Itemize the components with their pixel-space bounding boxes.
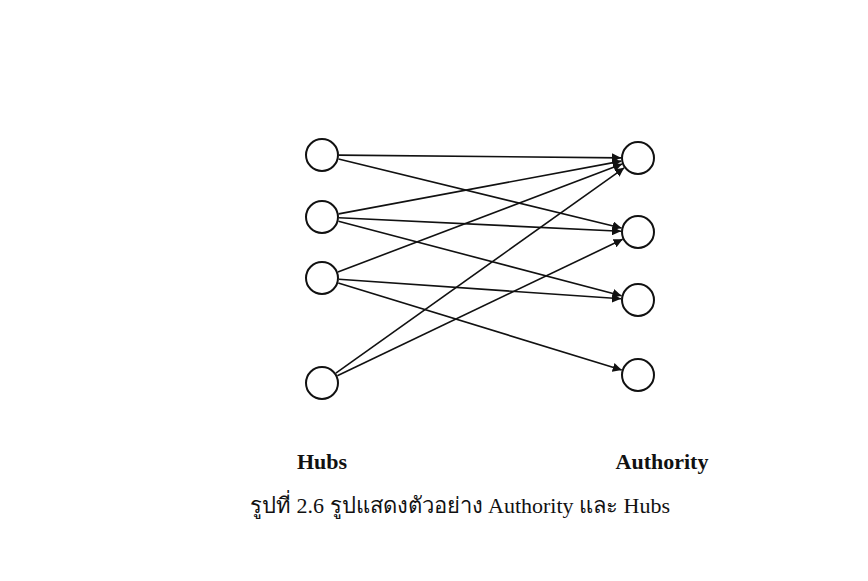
link-arrow bbox=[337, 239, 622, 375]
authority-circle bbox=[621, 215, 655, 249]
hub-circle bbox=[305, 261, 339, 295]
link-arrow bbox=[339, 161, 622, 214]
authority-circle bbox=[621, 283, 655, 317]
column-label: Hubs bbox=[297, 449, 347, 475]
hub-circle bbox=[305, 200, 339, 234]
authority-circle bbox=[621, 141, 655, 175]
link-arrow bbox=[338, 221, 621, 295]
hub-circle bbox=[305, 366, 339, 400]
hub-circle bbox=[305, 138, 339, 172]
link-arrow bbox=[336, 168, 624, 373]
column-label: Authority bbox=[616, 449, 709, 475]
link-arrow bbox=[339, 218, 621, 231]
link-arrow bbox=[338, 164, 622, 272]
authority-circle bbox=[621, 358, 655, 392]
figure-caption: รูปที่ 2.6 รูปแสดงตัวอย่าง Authority และ… bbox=[250, 488, 670, 523]
link-arrow bbox=[339, 155, 621, 158]
link-arrow bbox=[338, 283, 621, 370]
